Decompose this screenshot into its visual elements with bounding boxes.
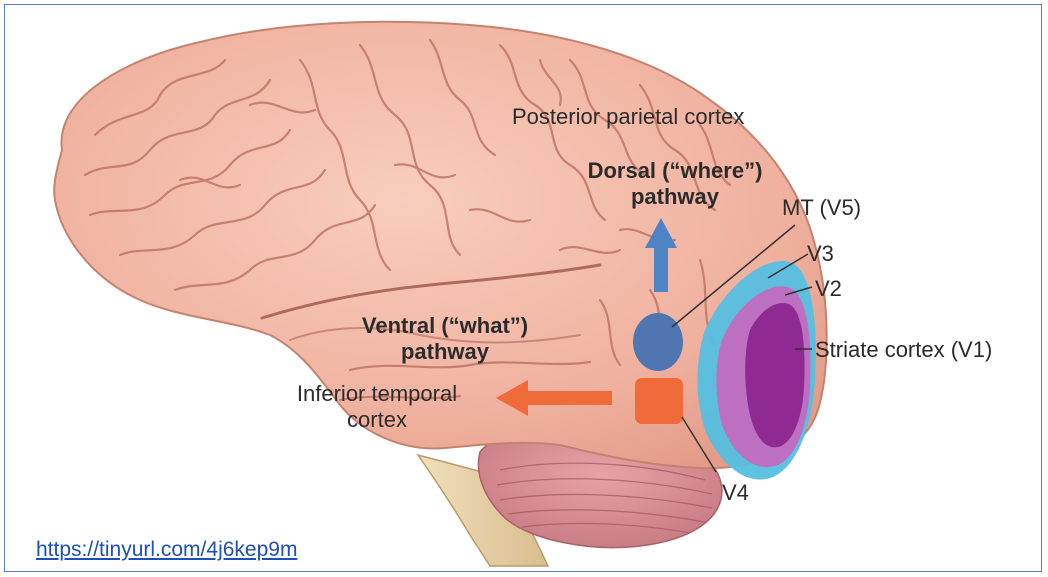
- label-ventral-pathway-line1: Ventral (“what”): [325, 313, 565, 339]
- label-inferior-temporal-line2: cortex: [262, 407, 492, 433]
- label-mt-v5: MT (V5): [782, 195, 861, 221]
- label-v4: V4: [722, 480, 749, 506]
- label-inferior-temporal-line1: Inferior temporal: [262, 381, 492, 407]
- area-v4: [635, 378, 683, 424]
- label-striate-cortex-v1: Striate cortex (V1): [815, 337, 992, 363]
- area-v1: [745, 303, 804, 447]
- label-dorsal-pathway-line1: Dorsal (“where”): [560, 158, 790, 184]
- area-mt: [633, 313, 683, 371]
- label-v3: V3: [807, 241, 834, 267]
- label-ventral-pathway-line2: pathway: [325, 339, 565, 365]
- label-posterior-parietal-cortex: Posterior parietal cortex: [512, 104, 744, 130]
- label-dorsal-pathway-line2: pathway: [560, 184, 790, 210]
- source-link[interactable]: https://tinyurl.com/4j6kep9m: [36, 538, 297, 562]
- label-v2: V2: [815, 276, 842, 302]
